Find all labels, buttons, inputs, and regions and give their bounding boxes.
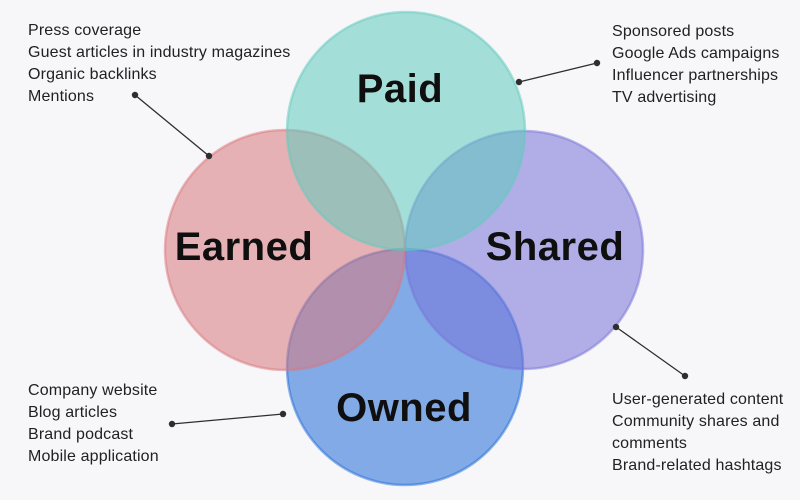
connector-dot: [205, 152, 213, 160]
annotation-line: Organic backlinks: [28, 66, 157, 83]
annotation-line: Company website: [28, 382, 158, 399]
annotation-line: Press coverage: [28, 22, 142, 39]
annotation-line: Brand podcast: [28, 426, 134, 443]
label-shared: Shared: [486, 225, 625, 269]
circle-paid: [285, 10, 527, 252]
connector-owned: [168, 410, 287, 428]
annotation-line: Guest articles in industry magazines: [28, 44, 291, 61]
connector-dot: [168, 420, 176, 428]
connector-dot: [131, 91, 139, 99]
annotation-owned-examples: Company website Blog articles Brand podc…: [28, 380, 159, 468]
label-earned: Earned: [175, 225, 314, 269]
annotation-line: Sponsored posts: [612, 23, 735, 40]
annotation-line: Google Ads campaigns: [612, 45, 780, 62]
connector-earned-line: [134, 94, 210, 157]
connector-paid: [515, 59, 601, 86]
annotation-shared-examples: User-generated content Community shares …: [612, 389, 800, 477]
annotation-paid-examples: Sponsored posts Google Ads campaigns Inf…: [612, 21, 780, 109]
annotation-line: Community shares and comments: [612, 413, 780, 452]
annotation-line: Blog articles: [28, 404, 118, 421]
label-paid: Paid: [357, 67, 443, 111]
connector-dot: [593, 59, 601, 67]
annotation-earned-examples: Press coverage Guest articles in industr…: [28, 20, 290, 108]
connector-dot: [515, 78, 523, 86]
connector-dot: [279, 410, 287, 418]
annotation-line: TV advertising: [612, 89, 717, 106]
annotation-line: Mobile application: [28, 448, 159, 465]
annotation-line: Brand-related hashtags: [612, 457, 782, 474]
connector-earned: [131, 91, 213, 160]
connector-dot: [681, 372, 689, 380]
annotation-line: Influencer partnerships: [612, 67, 779, 84]
connector-shared-line: [615, 326, 686, 377]
connector-dot: [612, 323, 620, 331]
annotation-line: User-generated content: [612, 391, 784, 408]
connector-paid-line: [518, 62, 598, 83]
connector-owned-line: [171, 413, 284, 425]
label-owned: Owned: [336, 386, 472, 430]
annotation-line: Mentions: [28, 88, 95, 105]
connector-shared: [612, 323, 689, 380]
